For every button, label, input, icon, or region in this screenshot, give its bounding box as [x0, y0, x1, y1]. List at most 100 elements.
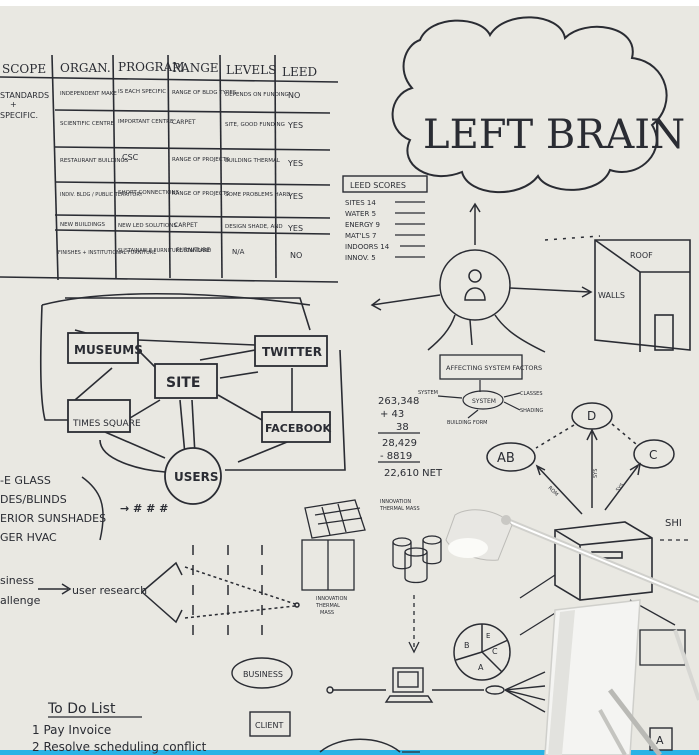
leed-scores-box	[342, 175, 428, 193]
left-notes-bracket	[81, 476, 104, 541]
todo-item: 1 Pay Invoice	[32, 723, 111, 737]
scope-table	[0, 54, 339, 283]
flow-node-facebook: FACEBOOK	[265, 422, 331, 435]
affecting-factors-box	[439, 354, 523, 380]
table-cell: NEW LED SOLUTIONS	[118, 223, 177, 229]
leed-score-item: MAT'LS 7	[345, 232, 377, 240]
leed-score-item: ENERGY 9	[345, 221, 380, 229]
monitor	[544, 599, 699, 755]
table-cell: CSC	[122, 153, 139, 162]
table-cell: YES	[287, 224, 303, 233]
scope-note: +	[10, 100, 17, 109]
left-note: DES/BLINDS	[0, 493, 67, 506]
system-diagram	[437, 380, 521, 419]
pie-label-b: B	[464, 641, 470, 650]
person-head	[468, 269, 482, 283]
scope-note: STANDARDS	[0, 91, 49, 100]
calc-line: 22,610 NET	[384, 468, 443, 479]
flow-node-site: SITE	[166, 375, 200, 391]
bottom-arc-sketch	[319, 738, 401, 753]
misc-arrows	[519, 539, 690, 666]
client-label: CLIENT	[255, 721, 283, 730]
desk-lamp	[445, 509, 699, 603]
table-cell: SITE, GOOD FUNDING	[225, 122, 285, 128]
leed-score-item: SITES 14	[345, 199, 376, 207]
challenge-label: siness	[0, 574, 34, 587]
table-cell: INDIV. BLDG / PUBLIC TERRITORY	[60, 192, 144, 198]
left-brain-title: LEFT BRAIN	[423, 112, 685, 158]
todo-title: To Do List	[47, 701, 116, 717]
system-center-label: SYSTEM	[472, 398, 496, 405]
mass-label: MASS	[320, 610, 334, 616]
pie-label-a: A	[478, 663, 484, 672]
scope-notes: STANDARDS + SPECIFIC.	[0, 91, 49, 120]
table-cell: NEW BUILDINGS	[60, 222, 105, 228]
flow-node-users: USERS	[174, 470, 218, 484]
system-right-bottom: SHADING	[520, 408, 543, 414]
table-cell: YES	[287, 121, 303, 130]
abc-edge-label: SYS	[593, 469, 599, 478]
table-cell: RANGE OF PROJECTS	[172, 191, 230, 197]
table-cell: RESTAURANT BUILDINGS	[60, 158, 129, 164]
abc-diagram	[486, 402, 675, 515]
calc-line: 263,348	[378, 396, 419, 407]
leed-score-item: INNOV. 5	[345, 254, 376, 262]
table-cell: N/A	[232, 248, 245, 256]
flow-node-times-square: TIMES SQUARE	[72, 419, 141, 429]
left-notes: -E GLASS DES/BLINDS ERIOR SUNSHADES GER …	[0, 474, 106, 544]
calc-line: + 43	[380, 409, 404, 420]
system-right-top: CLASSES	[520, 391, 543, 397]
panel-label: INNOVATION	[380, 499, 411, 505]
house-walls-label: WALLS	[598, 291, 625, 300]
business-ellipse	[231, 657, 293, 689]
table-cell: FINISHES + INSTITUTIONAL FURNITURE	[58, 250, 156, 256]
table-cell: CARPET	[172, 119, 196, 126]
table-header-range: RANGE	[172, 61, 219, 75]
top-white-margin	[0, 0, 699, 6]
flow-connectors	[39, 292, 346, 473]
table-header-levels: LEVELS	[226, 63, 276, 77]
table-cell: SHORT CONNECTIONS	[118, 190, 180, 196]
flow-node-museums: MUSEUMS	[74, 343, 143, 357]
storage-cylinders	[392, 535, 442, 654]
table-cell: RANGE OF BLDG TYPES	[172, 90, 237, 96]
corner-a-label: A	[656, 734, 664, 747]
arrow-note: → # # #	[120, 502, 168, 515]
calc-line: 28,429	[382, 438, 417, 449]
leed-score-item: WATER 5	[345, 210, 376, 218]
leed-score-item: INDOORS 14	[345, 243, 390, 251]
abc-node-ab: AB	[497, 451, 515, 466]
table-cell: YES	[287, 192, 303, 201]
left-note: -E GLASS	[0, 474, 51, 487]
leed-scores-list: SITES 14 WATER 5 ENERGY 9 MAT'LS 7 INDOO…	[345, 199, 390, 262]
table-cell: DEPENDS ON FUNDING	[225, 92, 289, 98]
table-rows: INDEPENDENT MAKE IS EACH SPECIFIC RANGE …	[58, 89, 303, 260]
house-roof-label: ROOF	[630, 251, 653, 260]
left-note: GER HVAC	[0, 531, 57, 544]
system-below-label: BUILDING FORM	[447, 420, 487, 426]
ship-label: SHI	[665, 518, 682, 529]
todo-item: 2 Resolve scheduling conflict	[32, 740, 207, 754]
table-cell: SOME PROBLEMS HARD	[225, 192, 291, 198]
leed-scores-title: LEED SCORES	[350, 181, 406, 190]
area-calculation: 263,348 + 43 38 28,429 - 8819 22,610 NET	[378, 396, 443, 479]
mass-label: INNOVATION	[316, 596, 347, 602]
table-header-organ: ORGAN.	[60, 61, 111, 75]
affecting-factors-label: AFFECTING SYSTEM FACTORS	[446, 364, 542, 372]
abc-edge-label: SYS	[615, 482, 626, 493]
left-brain-cloud	[391, 16, 668, 194]
todo-list: To Do List 1 Pay Invoice 2 Resolve sched…	[32, 701, 207, 754]
person-circle	[439, 249, 511, 321]
flow-node-twitter: TWITTER	[262, 345, 322, 359]
table-cell: IS EACH SPECIFIC	[118, 89, 166, 95]
table-cell: INDEPENDENT MAKE	[60, 91, 117, 97]
house-sketch	[594, 239, 691, 352]
solar-panel-sketch	[301, 499, 366, 591]
table-cell: YES	[287, 159, 303, 168]
table-headers: SCOPE ORGAN. PROGRAM RANGE LEVELS LEED	[2, 60, 317, 79]
person-body	[464, 287, 486, 301]
challenge-arrows	[38, 545, 300, 645]
pie-sketch	[453, 623, 511, 681]
